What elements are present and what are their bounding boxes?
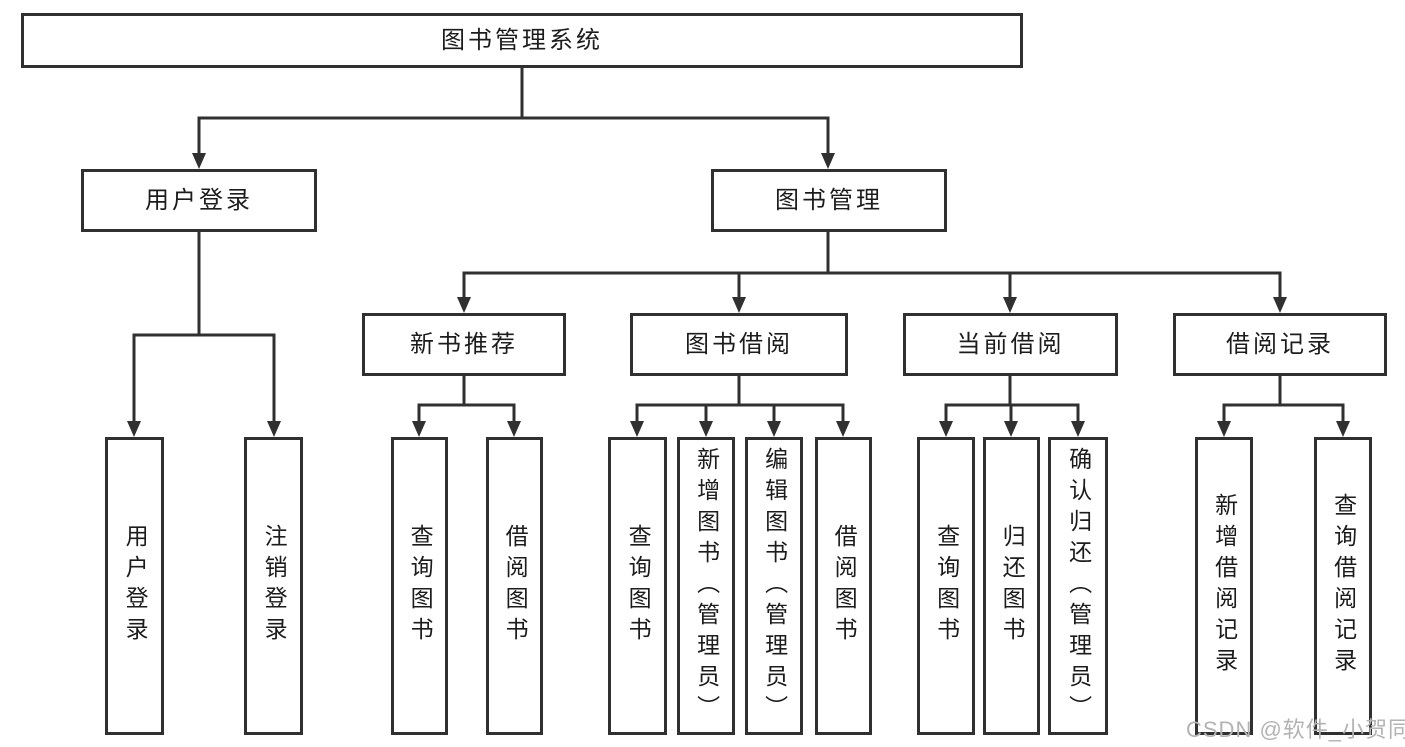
leaf-borrow-books-borrow: 借阅图书 [815, 437, 872, 735]
leaf-edit-book-admin: 编辑图书（管理员） [745, 437, 803, 735]
arrowhead-icon [412, 421, 426, 437]
arrowhead-icon [1071, 421, 1085, 437]
leaf-add-borrow-record-label: 新增借阅记录 [1211, 493, 1238, 679]
node-root: 图书管理系统 [21, 13, 1023, 68]
node-root-label: 图书管理系统 [441, 26, 603, 54]
leaf-logout-label: 注销登录 [261, 524, 288, 648]
arrowhead-icon [1004, 421, 1018, 437]
arrowhead-icon [192, 153, 206, 169]
watermark: CSDN @软件_小贺同学 [1186, 717, 1405, 742]
leaf-add-book-admin-label: 新增图书（管理员） [693, 446, 720, 726]
node-user-login-label: 用户登录 [145, 186, 253, 214]
node-current-borrowing-label: 当前借阅 [956, 330, 1065, 358]
leaf-confirm-return-admin-label: 确认归还（管理员） [1065, 446, 1092, 726]
node-current-borrowing: 当前借阅 [903, 313, 1118, 376]
node-book-borrowing: 图书借阅 [630, 313, 848, 376]
leaf-query-books-borrow: 查询图书 [608, 437, 667, 735]
node-borrowing-records-label: 借阅记录 [1226, 330, 1334, 358]
node-book-management-label: 图书管理 [775, 186, 883, 214]
leaf-return-books: 归还图书 [983, 437, 1040, 735]
leaf-logout: 注销登录 [244, 437, 303, 735]
leaf-user-login: 用户登录 [105, 437, 164, 735]
arrowhead-icon [1273, 297, 1287, 313]
arrowhead-icon [507, 421, 521, 437]
arrowhead-icon [630, 421, 644, 437]
arrowhead-icon [457, 297, 471, 313]
leaf-user-login-label: 用户登录 [122, 524, 149, 648]
arrowhead-icon [732, 297, 746, 313]
arrowhead-icon [821, 153, 835, 169]
leaf-query-books-current: 查询图书 [917, 437, 975, 735]
node-user-login: 用户登录 [81, 169, 317, 232]
leaf-borrow-books-recommend-label: 借阅图书 [502, 524, 529, 648]
leaf-query-books-borrow-label: 查询图书 [625, 524, 652, 648]
leaf-add-book-admin: 新增图书（管理员） [677, 437, 735, 735]
arrowhead-icon [1217, 421, 1231, 437]
connector-lines [132, 66, 1345, 424]
leaf-return-books-label: 归还图书 [999, 524, 1026, 648]
arrowhead-icon [267, 421, 281, 437]
leaf-query-books-recommend: 查询图书 [391, 437, 448, 735]
leaf-confirm-return-admin: 确认归还（管理员） [1048, 437, 1108, 735]
arrowhead-icon [836, 421, 850, 437]
arrowhead-icon [699, 421, 713, 437]
arrowhead-icon [1003, 297, 1017, 313]
node-borrowing-records: 借阅记录 [1173, 313, 1387, 376]
leaf-query-borrow-record: 查询借阅记录 [1314, 437, 1372, 735]
node-book-management: 图书管理 [711, 169, 947, 232]
leaf-add-borrow-record: 新增借阅记录 [1195, 437, 1253, 735]
leaf-borrow-books-borrow-label: 借阅图书 [831, 524, 858, 648]
leaf-query-borrow-record-label: 查询借阅记录 [1330, 493, 1357, 679]
leaf-borrow-books-recommend: 借阅图书 [486, 437, 543, 735]
arrowhead-icon [127, 421, 141, 437]
arrowheads [127, 153, 1350, 437]
leaf-query-books-current-label: 查询图书 [933, 524, 960, 648]
node-new-book-recommendation: 新书推荐 [362, 313, 566, 376]
leaf-edit-book-admin-label: 编辑图书（管理员） [761, 446, 788, 726]
arrowhead-icon [767, 421, 781, 437]
node-book-borrowing-label: 图书借阅 [685, 330, 793, 358]
arrowhead-icon [939, 421, 953, 437]
arrowhead-icon [1336, 421, 1350, 437]
leaf-query-books-recommend-label: 查询图书 [407, 524, 434, 648]
node-new-book-recommendation-label: 新书推荐 [410, 330, 518, 358]
